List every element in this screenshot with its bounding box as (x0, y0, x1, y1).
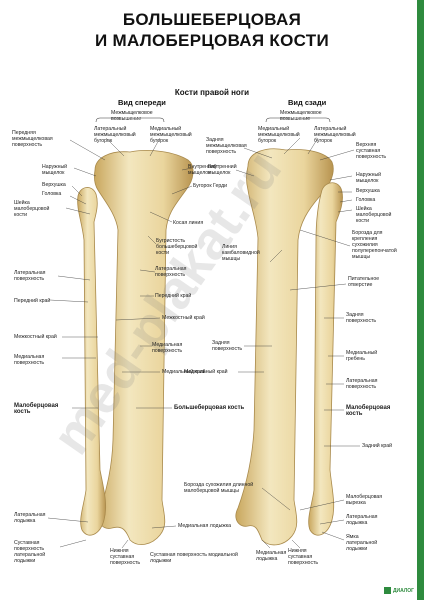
front-label-lateral-condyle: Наружный мыщелок (42, 164, 68, 176)
front-label-interosseous-fibula: Межкостный край (14, 334, 57, 340)
back-label-medial-condyle: Внутренний мыщелок (208, 164, 237, 176)
back-tibia (235, 148, 334, 546)
front-label-lateral-surface-tibia: Латеральная поверхность (155, 266, 187, 278)
back-label-medial-crest: Медиальный гребень (346, 350, 378, 362)
front-label-gerdy-tubercle: Бугорок Герди (193, 183, 228, 189)
front-label-fibula: Малоберцовая кость (14, 403, 59, 415)
side-accent-bar (417, 0, 424, 600)
front-label-medial-border: Медиальный край (162, 369, 206, 375)
view-back-label: Вид сзади (288, 98, 327, 107)
front-label-medial-surface-fibula: Медиальная поверхность (14, 354, 45, 366)
back-leader-lines (235, 137, 360, 549)
back-label-groove-flexor: Борозда сухожилия длинной малоберцовой м… (184, 482, 254, 494)
front-label-oblique-line: Косая линия (173, 220, 204, 226)
back-label-neck: Шейка малоберцовой кости (356, 206, 392, 224)
front-label-apex: Верхушка (42, 182, 66, 188)
back-label-apex: Верхушка (356, 188, 380, 194)
front-label-anterior-border-fibula: Передний край (14, 298, 51, 304)
brand-square-icon (383, 587, 391, 594)
front-label-anterior-border-tibia: Передний край (155, 293, 192, 299)
front-label-lateral-tubercle: Латеральный межмыщелковый бугорок (94, 126, 136, 144)
front-label-lateral-surface-fibula: Латеральная поверхность (14, 270, 46, 282)
back-label-head: Головка (356, 197, 376, 203)
front-label-tuberosity: Бугристость большеберцовой кости (156, 238, 198, 256)
brand-name: ДИАЛОГ (392, 587, 414, 594)
front-label-articular-med: Суставная поверхность модиальной лодыжки (150, 552, 238, 564)
front-label-tibia: Большеберцовая кость (174, 405, 245, 411)
back-label-lateral-tubercle: Латеральный межмыщелковый бугорок (314, 126, 356, 144)
poster-subtitle: Кости правой ноги (174, 88, 250, 97)
back-label-groove-semimembranosus: Борозда для крепления сухожилия полупере… (352, 230, 397, 260)
back-label-medial-malleolus: Медиальная лодыжка (256, 550, 287, 562)
front-label-lateral-malleolus: Латеральная лодыжка (14, 512, 46, 524)
back-label-fibular-notch: Малоберцовая вырезка (346, 494, 383, 506)
back-label-nutrient-foramen: Питательное отверстие (348, 276, 380, 288)
front-label-medial-malleolus: Медиальная лодыжка (178, 523, 232, 529)
back-label-posterior-intercondylar: Задняя межмыщелковая поверхность (206, 137, 247, 155)
back-label-posterior-border: Задний край (362, 443, 393, 449)
front-label-anterior-intercondylar: Передняя межмыщелковая поверхность (12, 130, 53, 148)
brand-logo: ДИАЛОГ (383, 587, 414, 594)
front-fibula (77, 187, 107, 536)
back-label-upper-articular: Верхняя суставная поверхность (356, 142, 387, 160)
poster-title-line2: И МАЛОБЕРЦОВАЯ КОСТИ (95, 31, 329, 50)
back-label-medial-border: Медиальный край (184, 369, 228, 375)
back-label-posterior-surface-tibia: Задняя поверхность (212, 340, 243, 352)
front-label-intercondylar-eminence: Межмыщелковое возвышение (111, 110, 153, 122)
front-label-interosseous-tibia: Межкостный край (162, 315, 205, 321)
front-label-medial-surface-tibia: Медиальная поверхность (152, 342, 183, 354)
back-label-lateral-surface: Латеральная поверхность (346, 378, 378, 390)
front-label-medial-tubercle: Медиальный межмыщелковый бугорок (150, 126, 192, 144)
view-front-label: Вид спереди (118, 98, 166, 107)
front-label-neck: Шейка малоберцовой кости (14, 200, 50, 218)
front-label-articular-lat: Суставная поверхность латеральной лодыжк… (14, 540, 46, 564)
back-label-inferior-articular: Нижняя суставная поверхность (288, 548, 319, 566)
back-label-intercondylar-eminence: Межмыщелковое возвышение (280, 110, 322, 122)
front-label-inferior-articular: Нижняя суставная поверхность (110, 548, 141, 566)
back-label-fibula: Малоберцовая кость (346, 405, 391, 417)
front-tibia (94, 150, 194, 545)
front-label-medial-condyle: Внутренний мыщелок (188, 164, 217, 176)
back-label-medial-tubercle: Медиальный межмыщелковый бугорок (258, 126, 300, 144)
front-leader-lines (47, 137, 193, 549)
front-label-head: Головка (42, 191, 62, 197)
back-fibula (308, 182, 343, 536)
poster-title-line1: БОЛЬШЕБЕРЦОВАЯ (122, 10, 302, 29)
back-label-lateral-malleolus: Латеральная лодыжка (346, 514, 378, 526)
back-label-lateral-condyle: Наружный мыщелок (356, 172, 382, 184)
back-label-soleal-line: Линия камбаловидной мышцы (222, 244, 260, 262)
back-label-posterior-surface-fibula: Задняя поверхность (346, 312, 377, 324)
back-label-malleolar-fossa: Ямка латеральной лодыжки (346, 534, 378, 552)
